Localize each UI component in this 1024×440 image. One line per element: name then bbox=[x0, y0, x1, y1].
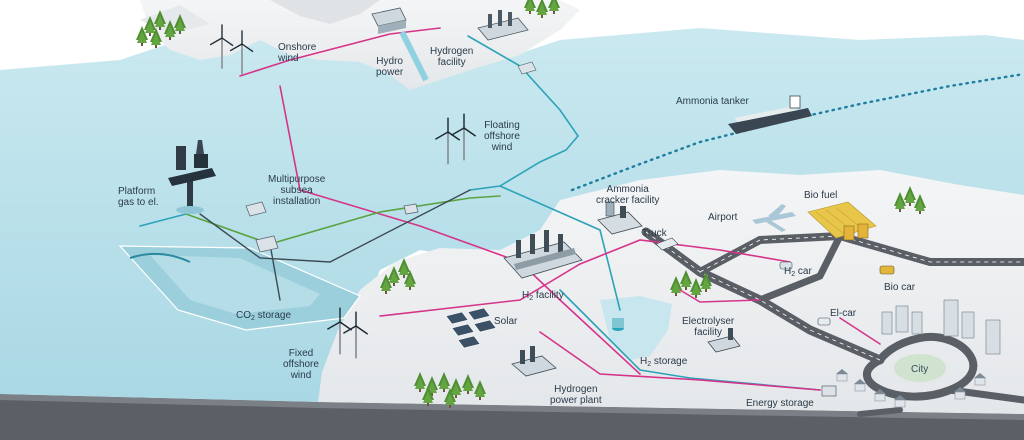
el-car bbox=[817, 317, 831, 326]
label-energy-storage: Energy storage bbox=[746, 398, 814, 409]
label-truck: Truck bbox=[642, 228, 667, 239]
city-buildings bbox=[881, 299, 1001, 355]
ammonia-route bbox=[570, 72, 1024, 192]
bio-fuel-plant bbox=[807, 201, 877, 241]
label-co2-storage: CO2 storage bbox=[236, 310, 292, 322]
label-airport: Airport bbox=[708, 212, 738, 223]
airport-plane bbox=[752, 204, 796, 232]
bio-car bbox=[879, 265, 895, 275]
hydro-power-building bbox=[371, 7, 429, 82]
label-h2-facility: H2 facility bbox=[522, 290, 564, 302]
label-city: City bbox=[911, 364, 929, 375]
label-ammonia-tanker: Ammonia tanker bbox=[676, 96, 749, 107]
gas-pipeline bbox=[199, 189, 471, 301]
subsea-modules bbox=[245, 201, 419, 253]
label-bio-car: Bio car bbox=[884, 282, 916, 293]
energy-storage-unit bbox=[821, 385, 837, 397]
label-h2-storage: H2 storage bbox=[640, 356, 688, 368]
h2-facility-building bbox=[503, 230, 583, 279]
north-land bbox=[140, 0, 580, 90]
solar-panels bbox=[445, 307, 497, 349]
label-el-car: El-car bbox=[830, 308, 857, 319]
city-roundabout bbox=[894, 354, 946, 382]
h2-car bbox=[779, 261, 793, 270]
label-bio-fuel: Bio fuel bbox=[804, 190, 838, 201]
power-line bbox=[239, 27, 881, 391]
label-solar: Solar bbox=[494, 316, 518, 327]
hydrogen-power-plant-building bbox=[511, 346, 557, 377]
co2-pipeline bbox=[185, 195, 501, 245]
ammonia-cracker-building bbox=[597, 201, 643, 235]
electrolyser-building bbox=[707, 328, 741, 353]
hydrogen-facility-building bbox=[477, 10, 537, 75]
label-h2-car: H2 car bbox=[784, 266, 812, 278]
truck bbox=[655, 237, 679, 251]
ammonia-tanker-ship bbox=[728, 95, 812, 134]
hydrogen-pipeline bbox=[139, 35, 821, 391]
h2-storage-tank bbox=[612, 318, 624, 331]
oil-gas-platform bbox=[168, 140, 216, 214]
